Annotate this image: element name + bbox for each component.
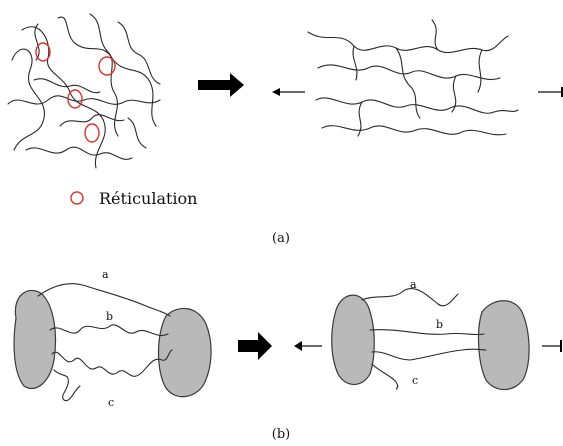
transition-arrow [198,73,244,97]
network-chain [315,97,519,114]
network-chain [307,31,509,54]
network-chain [33,78,101,94]
crosslink-marker [84,123,100,143]
chain-a [37,283,171,317]
chain-b [369,329,485,336]
crosslink-marker [98,56,116,76]
network-chain [11,48,45,151]
network-chain [59,114,125,127]
chain-a [361,287,459,307]
panel-a: Réticulation (a) [7,13,563,246]
chain-a-label: a [102,268,109,281]
right-pull-arrow [542,340,562,352]
network-chain [7,95,161,105]
network-chain [352,45,358,81]
caption-b: (b) [272,427,290,442]
chain-a-label: a [410,278,417,291]
network-chain [477,49,483,93]
caption-a: (a) [272,231,290,246]
chain-c-label: c [412,374,418,387]
chain-c [371,348,487,361]
panel-b: a b c a b c [13,268,562,442]
network-chain [357,101,363,137]
chain-c-label: c [108,396,114,409]
filler-particle [13,289,57,390]
network-chain [57,16,157,127]
crosslink-marker [67,89,83,109]
right-pull-arrow [538,87,563,97]
transition-arrow [238,332,272,360]
crosslink-legend: Réticulation [70,189,197,208]
chain-c [53,369,81,402]
chain-b-label: b [106,310,113,323]
crosslinked-network [7,13,161,169]
filler-particle [477,300,530,391]
chain-c [371,363,399,390]
stretched-network [307,19,519,137]
network-chain [89,13,119,137]
network-chain [431,19,439,51]
crosslink-legend-label: Réticulation [99,189,197,208]
left-pull-arrow [272,88,305,96]
left-pull-arrow [294,341,322,351]
network-chain [34,23,40,61]
chain-c [51,349,173,377]
filler-particle [157,307,212,398]
stretched-state: a b c [331,278,530,391]
crosslink-marker [35,42,51,62]
network-chain [395,47,421,119]
network-chain [451,75,457,113]
filler-particle [331,294,375,386]
unstretched-state: a b c [13,268,212,409]
network-chain [127,117,147,149]
network-chain [25,146,133,160]
crosslink-legend-symbol [70,191,84,205]
network-chain [321,125,507,136]
network-chain [317,64,501,80]
chain-b-label: b [436,318,443,331]
chain-b [49,324,169,336]
network-chain [117,21,161,85]
